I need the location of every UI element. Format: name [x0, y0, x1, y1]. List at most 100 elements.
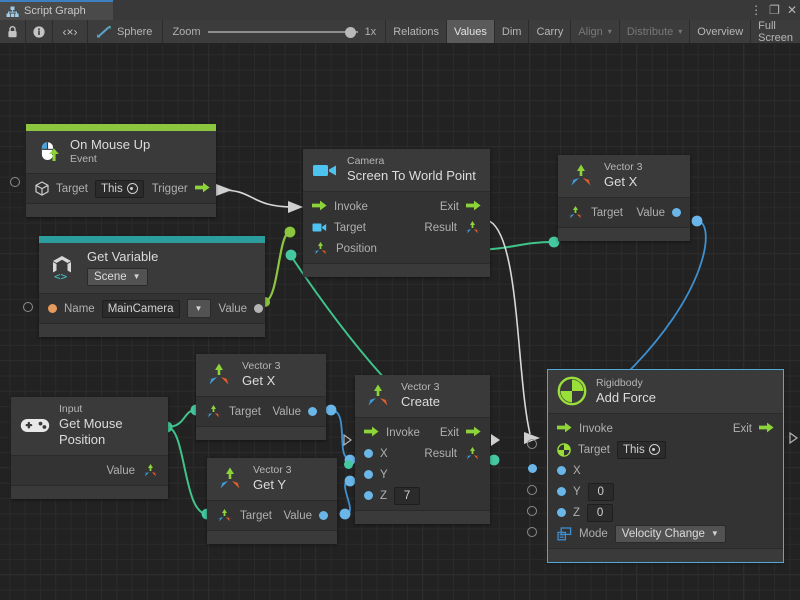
target-this-field[interactable]: This	[616, 440, 666, 459]
port-dot-y[interactable]	[364, 470, 373, 479]
port-dot-z[interactable]	[557, 508, 566, 517]
port-label-value: Value	[218, 302, 248, 315]
port-label-result: Result	[424, 221, 457, 234]
variable-name-field[interactable]: MainCamera	[101, 299, 180, 318]
port-dot-y[interactable]	[557, 487, 566, 496]
variable-scope-dropdown[interactable]: Scene ▼	[87, 267, 158, 286]
port-dot-z[interactable]	[364, 491, 373, 500]
window-tab-bar: Script Graph ⋮ ❐ ✕	[0, 0, 800, 20]
toolbar-button-distribute[interactable]: Distribute ▾	[620, 20, 691, 43]
port-row-z: Z 7	[355, 485, 490, 506]
exit-flow-port[interactable]	[789, 432, 798, 444]
rigidbody-icon	[557, 442, 571, 457]
tab-script-graph[interactable]: Script Graph	[0, 0, 113, 20]
y-value-field[interactable]: 0	[587, 482, 614, 501]
graph-source-object[interactable]: Sphere	[88, 20, 164, 43]
toolbar-button-full-screen[interactable]: Full Screen	[751, 20, 800, 44]
zoom-slider[interactable]	[207, 26, 358, 38]
port-dot-x[interactable]	[557, 466, 566, 475]
exit-flow-port[interactable]	[491, 434, 500, 446]
zoom-control: Zoom 1x	[163, 20, 387, 43]
mode-dropdown[interactable]: Velocity Change ▼	[614, 524, 726, 543]
node-left-port[interactable]	[23, 302, 33, 312]
target-picker-icon[interactable]	[126, 183, 138, 194]
port-label-invoke: Invoke	[334, 200, 368, 213]
port-dot-value[interactable]	[672, 208, 681, 217]
port-label-target: Target	[334, 221, 366, 234]
z-value: 7	[403, 489, 411, 502]
target-left-port[interactable]	[527, 439, 537, 449]
port-dot-value[interactable]	[319, 511, 328, 520]
window-controls: ⋮ ❐ ✕	[750, 2, 797, 18]
toolbar-button-overview[interactable]: Overview	[690, 20, 752, 43]
port-dot-name[interactable]	[48, 304, 57, 313]
z-left-port[interactable]	[527, 506, 537, 516]
port-row-target-trigger: Target This Trigger	[26, 178, 216, 199]
node-vector3-get-y[interactable]: Vector 3 Get Y Target	[207, 458, 337, 544]
code-toggle-button[interactable]: ‹×›	[53, 20, 88, 43]
node-on-mouse-up[interactable]: On Mouse Up Event Target	[10, 124, 216, 217]
node-left-port[interactable]	[10, 177, 20, 187]
toolbar-button-dim[interactable]: Dim	[495, 20, 530, 43]
port-row-y: Y 0	[548, 481, 783, 502]
node-header: Vector 3 Get X	[558, 155, 690, 197]
toolbar-button-values[interactable]: Values	[447, 20, 495, 43]
node-input-get-mouse-position[interactable]: Input Get Mouse Position Value	[11, 397, 168, 499]
result-port[interactable]	[344, 460, 353, 469]
vector3-icon	[216, 466, 244, 492]
z-value: 0	[596, 506, 604, 519]
node-get-variable[interactable]: <> Get Variable Scene ▼	[23, 236, 265, 337]
toolbar-button-align[interactable]: Align ▾	[571, 20, 620, 43]
vector3-icon	[205, 404, 222, 419]
overflow-menu-icon[interactable]: ⋮	[750, 3, 763, 17]
port-dot-value[interactable]	[254, 304, 264, 313]
variable-name-dropdown-button[interactable]: ▼	[186, 299, 211, 318]
z-value-field[interactable]: 0	[587, 503, 614, 522]
node-vector3-get-x-mid[interactable]: Vector 3 Get X Target	[196, 354, 326, 440]
node-footer	[26, 203, 216, 217]
mouse-up-icon	[35, 139, 61, 165]
port-row-target: Target This	[548, 439, 783, 460]
close-icon[interactable]: ✕	[786, 3, 797, 17]
zoom-label: Zoom	[172, 25, 201, 38]
node-vector3-get-x-top[interactable]: Vector 3 Get X Target	[558, 155, 690, 241]
zoom-slider-knob[interactable]	[344, 26, 356, 38]
port-row-y: Y	[355, 464, 490, 485]
target-picker-icon[interactable]	[648, 444, 660, 455]
flow-arrow-icon	[557, 420, 572, 438]
toolbar-button-carry[interactable]: Carry	[529, 20, 572, 43]
node-camera-screen-to-world-point[interactable]: Camera Screen To World Point Invoke Exit	[303, 149, 490, 277]
port-label-exit: Exit	[732, 422, 752, 435]
port-label-value: Value	[636, 206, 665, 219]
node-body: Value	[11, 455, 168, 485]
port-dot-x[interactable]	[364, 449, 373, 458]
info-button[interactable]	[26, 20, 53, 43]
lock-button[interactable]	[0, 20, 26, 43]
invoke-flow-port[interactable]	[343, 434, 352, 446]
node-vector3-create[interactable]: Vector 3 Create Invoke Exit	[343, 375, 500, 524]
z-value-field[interactable]: 7	[394, 486, 421, 505]
mode-left-port[interactable]	[527, 527, 537, 537]
flow-arrow-icon	[364, 424, 379, 442]
node-header: <> Get Variable Scene ▼	[39, 243, 265, 293]
vector3-icon	[464, 446, 481, 461]
maximize-icon[interactable]: ❐	[769, 3, 780, 17]
cube-icon	[35, 181, 49, 196]
y-left-port[interactable]	[527, 485, 537, 495]
toolbar-button-relations[interactable]: Relations	[386, 20, 448, 43]
vector3-icon	[312, 241, 329, 256]
node-body: Target This Trigger	[26, 173, 216, 203]
variable-scope-value: Scene	[94, 271, 127, 283]
node-header: Rigidbody Add Force	[548, 370, 783, 413]
port-row-target-value: Target Value	[207, 505, 337, 526]
graph-canvas[interactable]: On Mouse Up Event Target	[0, 44, 800, 600]
enum-icon	[557, 526, 572, 541]
node-header: Input Get Mouse Position	[11, 397, 168, 455]
port-dot-value[interactable]	[308, 407, 317, 416]
chevron-down-icon: ▼	[710, 528, 719, 538]
x-left-port[interactable]	[528, 464, 537, 473]
node-rigidbody-add-force[interactable]: Rigidbody Add Force Invoke Exit	[527, 369, 798, 563]
target-this-field[interactable]: This	[94, 179, 144, 198]
port-label-target: Target	[578, 443, 610, 456]
